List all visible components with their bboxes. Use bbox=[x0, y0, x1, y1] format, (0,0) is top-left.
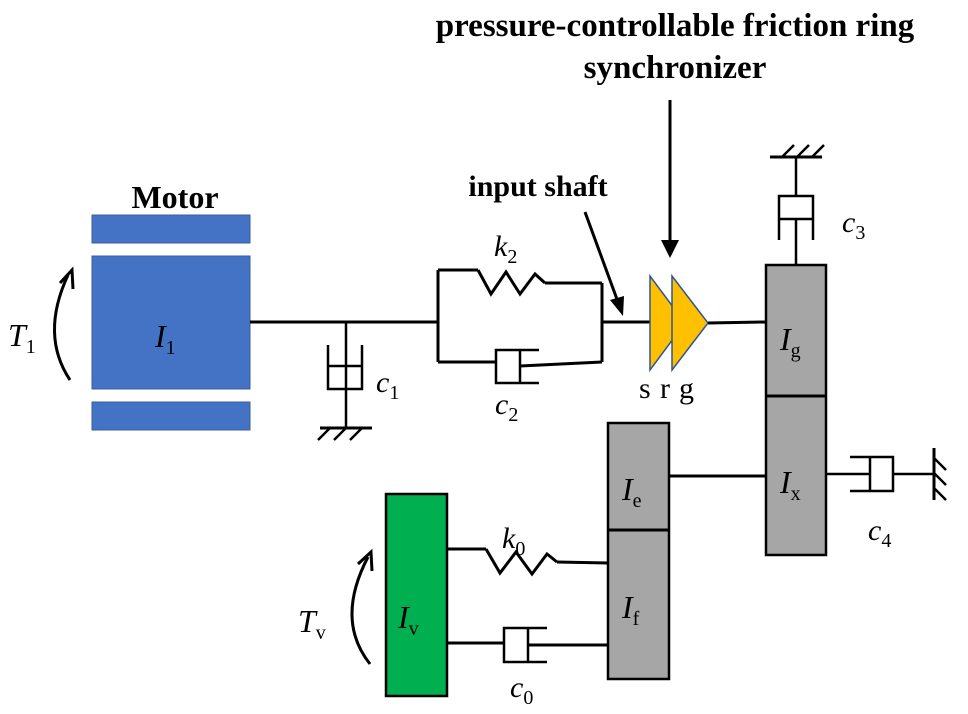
inertia-motor-label: I1 bbox=[154, 318, 176, 359]
ring-r bbox=[671, 273, 709, 373]
inertia-gear-x-label: Ix bbox=[779, 464, 801, 505]
title-line-1: pressure-controllable friction ring bbox=[436, 8, 915, 44]
synchronizer-pointer-arrow bbox=[661, 100, 679, 258]
motor-stator-top bbox=[91, 214, 251, 244]
input-shaft-label: input shaft bbox=[468, 170, 607, 203]
spring-k2-label: k2 bbox=[494, 230, 517, 268]
damper-c0 bbox=[447, 626, 608, 664]
inertia-gear-g-label: Ig bbox=[779, 321, 801, 362]
synchronizer bbox=[649, 273, 709, 373]
spring-k0-label: k0 bbox=[502, 522, 525, 560]
damper-c4 bbox=[826, 448, 947, 501]
sync-s-label: s bbox=[639, 372, 651, 405]
torque-vehicle-label: Tv bbox=[298, 603, 326, 644]
torque-arrow-motor bbox=[53, 266, 75, 381]
gear-stack-gx bbox=[764, 263, 828, 557]
inertia-gear-e-label: Ie bbox=[621, 471, 642, 512]
damper-c1-label: c1 bbox=[376, 366, 399, 404]
gear-stack-ef bbox=[606, 421, 671, 681]
damper-c3 bbox=[770, 144, 825, 265]
damper-c3-label: c3 bbox=[842, 206, 865, 244]
inertia-vehicle-label: Iv bbox=[397, 599, 419, 640]
title-line-2: synchronizer bbox=[584, 50, 767, 86]
spring-k0 bbox=[447, 547, 609, 577]
damper-c2-label: c2 bbox=[495, 388, 518, 426]
input-shaft-pointer-arrow bbox=[583, 211, 624, 316]
sync-r-label: r bbox=[660, 372, 670, 405]
damper-c4-label: c4 bbox=[868, 514, 891, 552]
damper-c0-label: c0 bbox=[510, 671, 533, 709]
inertia-gear-f-label: If bbox=[621, 589, 640, 630]
motor-label: Motor bbox=[131, 179, 218, 215]
sleeve-s bbox=[649, 273, 686, 373]
vehicle-inertia bbox=[384, 492, 449, 698]
torque-arrow-vehicle bbox=[350, 548, 374, 665]
sync-g-label: g bbox=[679, 372, 694, 405]
damper-c1 bbox=[317, 322, 372, 441]
motor bbox=[91, 214, 251, 431]
torque-motor-label: T1 bbox=[8, 317, 36, 358]
motor-rotor bbox=[91, 255, 251, 390]
sync-to-gear-shaft bbox=[707, 320, 767, 325]
spring-damper-k2-c2 bbox=[436, 268, 660, 385]
motor-stator-bottom bbox=[91, 401, 251, 431]
